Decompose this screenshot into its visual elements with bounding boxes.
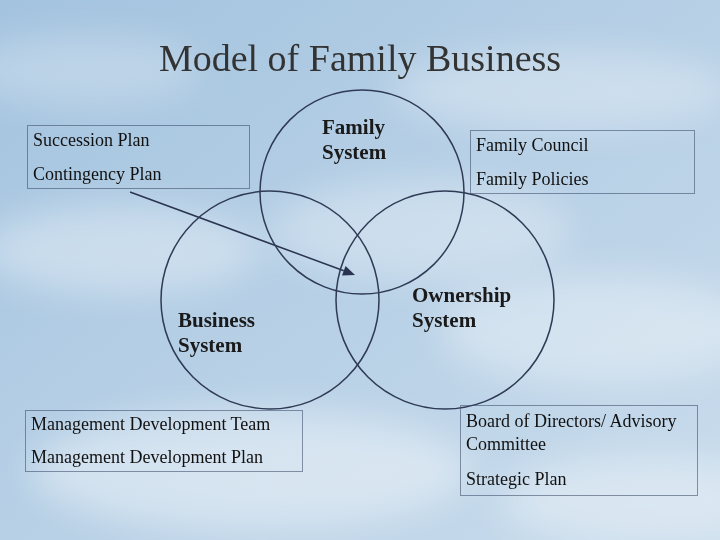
system-label: Ownership System [412, 283, 530, 333]
plan-item: Management Development Team [31, 415, 297, 434]
plan-box: Management Development TeamManagement De… [25, 410, 303, 472]
system-circle: Ownership System [335, 190, 555, 410]
diagram-title: Model of Family Business [0, 36, 720, 80]
plan-item: Family Policies [476, 169, 689, 189]
plan-item: Contingency Plan [33, 164, 244, 184]
plan-box: Succession PlanContingency Plan [27, 125, 250, 189]
plan-box: Board of Directors/ Advisory CommitteeSt… [460, 405, 698, 496]
plan-item: Succession Plan [33, 130, 244, 150]
plan-box: Family CouncilFamily Policies [470, 130, 695, 194]
system-label: Business System [178, 308, 278, 358]
plan-item: Board of Directors/ Advisory Committee [466, 410, 692, 456]
system-circle: Business System [160, 190, 380, 410]
plan-item: Family Council [476, 135, 689, 155]
circle-outline [160, 190, 380, 410]
system-label: Family System [322, 115, 404, 165]
plan-item: Management Development Plan [31, 448, 297, 467]
plan-item: Strategic Plan [466, 468, 692, 491]
